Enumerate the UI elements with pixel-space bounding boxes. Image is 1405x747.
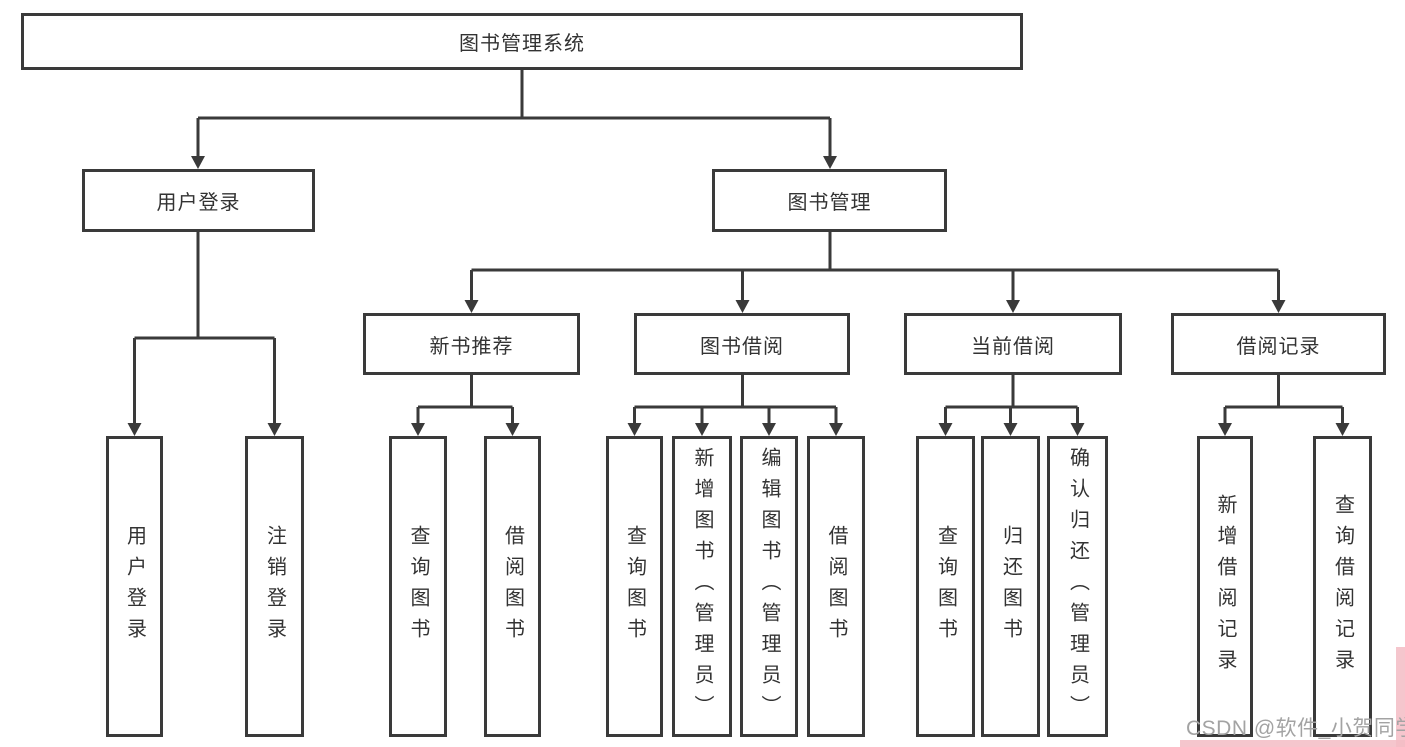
node-label: 图书管理系统 [459,33,585,55]
node-label: 新书推荐 [429,335,514,358]
csdn-watermark: CSDN @软件_小贺同学 [1186,717,1405,740]
node-label: 新增图书（管理员） [691,447,713,726]
node-book-management: 图书管理 [712,169,947,232]
node-label: 图书借阅 [700,335,784,358]
node-label: 借阅图书 [825,524,847,649]
node-label: 编辑图书（管理员） [758,447,780,726]
node-borrowing-records: 借阅记录 [1171,313,1386,375]
node-label: 用户登录 [123,524,146,649]
node-book-management-system: 图书管理系统 [21,13,1023,70]
leaf-logout: 注销登录 [245,436,304,737]
node-label: 图书管理 [787,192,872,214]
node-label: 查询图书 [934,524,957,649]
node-current-borrowing: 当前借阅 [904,313,1122,375]
node-label: 确认归还（管理员） [1066,447,1089,726]
node-book-borrowing: 图书借阅 [634,313,850,375]
leaf-confirm-return-admin: 确认归还（管理员） [1047,436,1108,737]
leaf-user-login: 用户登录 [106,436,163,737]
leaf-borrow-books: 借阅图书 [807,436,865,737]
node-new-book-recommendation: 新书推荐 [363,313,580,375]
leaf-query-books-current: 查询图书 [916,436,975,737]
leaf-query-borrow-record: 查询借阅记录 [1313,436,1372,737]
node-label: 归还图书 [999,524,1022,649]
node-label: 借阅记录 [1236,335,1321,358]
node-label: 新增借阅记录 [1214,493,1236,680]
node-label: 用户登录 [156,192,241,214]
node-label: 当前借阅 [971,335,1055,358]
node-label: 查询图书 [407,524,429,649]
leaf-add-borrow-record: 新增借阅记录 [1197,436,1253,737]
leaf-edit-books-admin: 编辑图书（管理员） [740,436,798,737]
node-label: 查询图书 [623,524,646,649]
leaf-query-books-recommend: 查询图书 [389,436,447,737]
leaf-add-books-admin: 新增图书（管理员） [672,436,732,737]
leaf-return-books: 归还图书 [981,436,1040,737]
node-label: 借阅图书 [501,524,524,649]
leaf-query-books-borrow: 查询图书 [606,436,663,737]
corner-accent-right [1396,647,1405,747]
node-user-login: 用户登录 [82,169,315,232]
corner-accent-bottom [1180,740,1405,747]
node-label: 注销登录 [263,524,286,649]
node-label: 查询借阅记录 [1331,493,1354,680]
leaf-borrow-books-recommend: 借阅图书 [484,436,541,737]
